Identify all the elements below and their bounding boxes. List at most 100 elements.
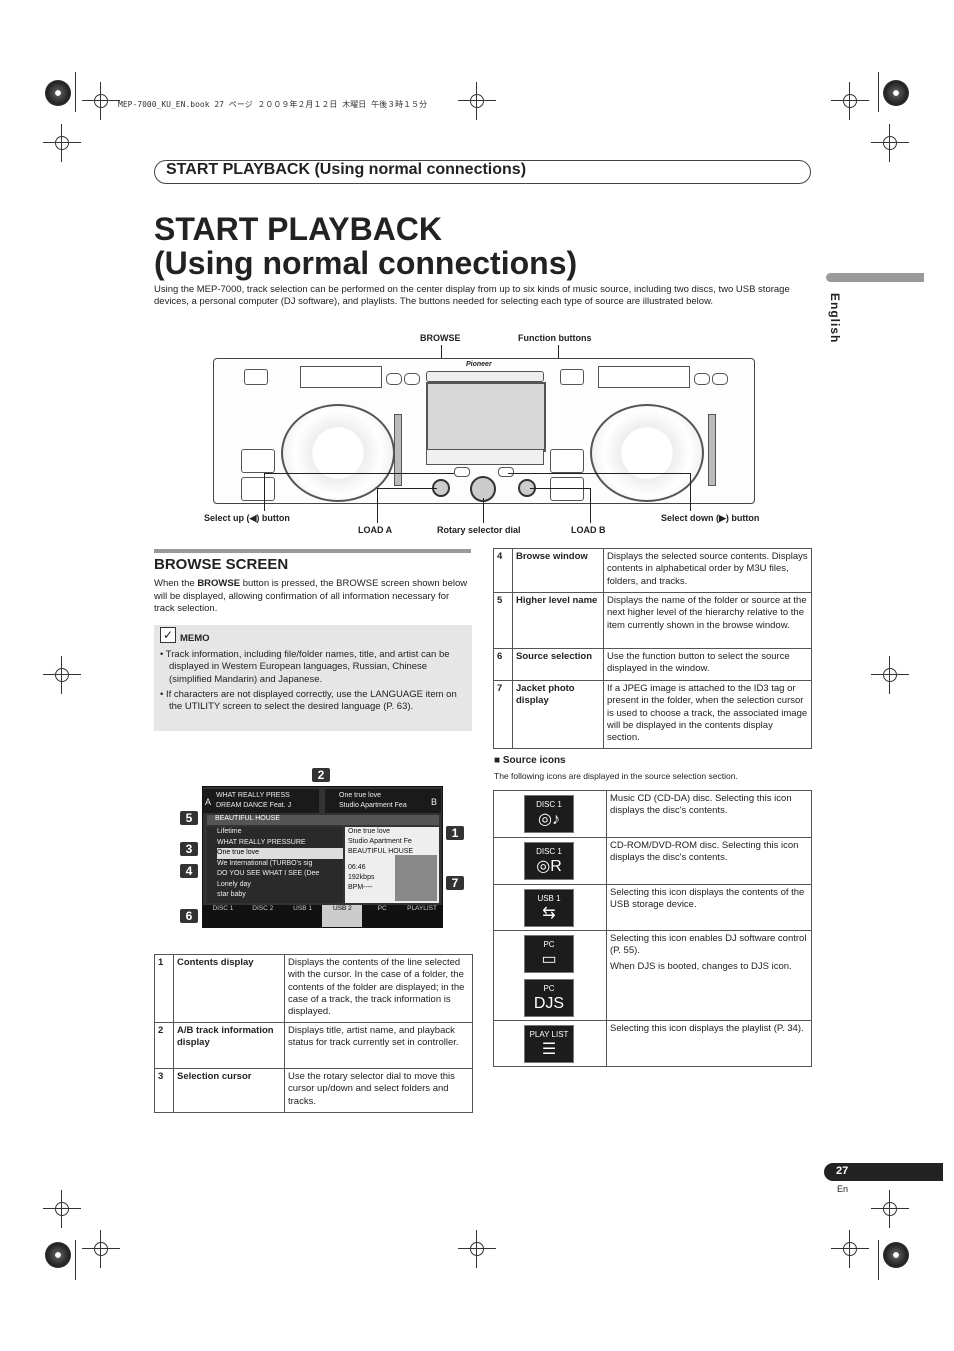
screen-button-row	[426, 371, 544, 382]
right-tempo-slider	[708, 414, 716, 486]
registration-mark	[43, 124, 81, 162]
language-label: English	[828, 293, 842, 344]
right-small-button	[712, 373, 728, 385]
source-tab: PLAYLIST	[407, 905, 437, 912]
detail-line: 192kbps	[348, 874, 375, 881]
left-display	[300, 366, 382, 388]
label-browse: BROWSE	[420, 333, 461, 343]
trim-line	[75, 72, 76, 112]
browse-list-item: star baby	[217, 891, 246, 898]
track-a-artist: DREAM DANCE Feat. J	[216, 802, 292, 809]
callout-line	[690, 473, 691, 511]
registration-disk	[883, 1242, 909, 1268]
left-small-button	[386, 373, 402, 385]
browse-list-item: DO YOU SEE WHAT I SEE (Dee	[217, 870, 320, 877]
row-number: 4	[493, 548, 513, 593]
registration-mark	[82, 1230, 120, 1268]
disc-music-icon: DISC 1◎♪	[524, 795, 574, 833]
language-tab	[826, 273, 924, 282]
icon-cell: DISC 1◎♪	[493, 790, 607, 838]
browse-description: When the BROWSE button is pressed, the B…	[154, 578, 471, 616]
jacket-photo	[395, 855, 437, 901]
section-rule	[154, 549, 471, 553]
row-term: A/B track information display	[173, 1022, 285, 1069]
callout-badge-2: 2	[312, 768, 330, 782]
label-load-a: LOAD A	[358, 525, 393, 535]
track-b-panel: One true love Studio Apartment Fea B	[325, 789, 441, 813]
table-row: 5 Higher level name Displays the name of…	[493, 592, 812, 649]
eject-button	[560, 369, 584, 385]
table-row: 7 Jacket photo display If a JPEG image i…	[493, 680, 812, 749]
icon-cell: USB 1⇆	[493, 884, 607, 931]
icon-label: PLAY LIST	[529, 1030, 569, 1039]
checkmark-icon: ✓	[160, 627, 176, 643]
label-select-down: Select down (▶) button	[661, 513, 760, 523]
source-icons-heading: ■ Source icons	[494, 755, 566, 766]
row-description: Use the rotary selector dial to move thi…	[284, 1068, 473, 1113]
registration-mark	[871, 124, 909, 162]
icon-label: DISC 1	[536, 800, 562, 809]
icon-cell: DISC 1◎R	[493, 837, 607, 885]
page-number-tab: 27	[824, 1163, 943, 1181]
brand-logo: Pioneer	[466, 361, 492, 368]
registration-mark	[831, 82, 869, 120]
callout-badge-4: 4	[180, 864, 198, 878]
registration-mark	[43, 1190, 81, 1228]
registration-mark	[43, 656, 81, 694]
right-description-table: 4 Browse window Displays the selected so…	[493, 548, 812, 749]
label-a: A	[205, 797, 212, 807]
table-row: 4 Browse window Displays the selected so…	[493, 548, 812, 593]
row-description: Displays the contents of the line select…	[284, 954, 473, 1023]
memo-box	[154, 625, 472, 731]
memo-item: • If characters are not displayed correc…	[160, 688, 457, 713]
row-term: Source selection	[512, 648, 604, 681]
detail-line: Studio Apartment Fe	[348, 838, 412, 845]
row-description: Displays the selected source contents. D…	[603, 548, 812, 593]
label-function-buttons: Function buttons	[518, 333, 592, 343]
detail-line: BEAUTIFUL HOUSE	[348, 848, 414, 855]
page-title-line-1: START PLAYBACK	[154, 211, 443, 247]
row-term: Higher level name	[512, 592, 604, 649]
memo-list: • Track information, including file/fold…	[156, 649, 468, 716]
row-description: Displays the name of the folder or sourc…	[603, 592, 812, 649]
icon-label: PC	[543, 984, 555, 993]
row-number: 5	[493, 592, 513, 649]
label-b: B	[431, 797, 438, 807]
callout-badge-3: 3	[180, 842, 198, 856]
page-language: En	[837, 1184, 849, 1194]
label-load-b: LOAD B	[571, 525, 606, 535]
select-down-button	[498, 467, 514, 477]
icon-description: CD-ROM/DVD-ROM disc. Selecting this icon…	[606, 837, 812, 885]
section-header-title: START PLAYBACK (Using normal connections…	[166, 161, 527, 178]
callout-line	[377, 488, 437, 489]
page-title-line-2: (Using normal connections)	[154, 245, 578, 281]
icon-label: DISC 1	[536, 847, 562, 856]
icon-description: Selecting this icon enables DJ software …	[606, 930, 812, 1021]
track-b-artist: Studio Apartment Fea	[339, 802, 407, 809]
browse-list-item: Lifetime	[217, 828, 242, 835]
memo-title: MEMO	[180, 633, 210, 644]
left-cue-button	[241, 449, 275, 473]
table-row: 2 A/B track information display Displays…	[154, 1022, 473, 1069]
playlist-icon: PLAY LIST☰	[524, 1025, 574, 1063]
row-number: 7	[493, 680, 513, 749]
registration-mark	[871, 656, 909, 694]
left-small-button	[404, 373, 420, 385]
trim-line	[878, 72, 879, 112]
row-number: 1	[154, 954, 174, 1023]
registration-mark	[458, 82, 496, 120]
callout-line	[264, 473, 265, 511]
higher-level-name: BEAUTIFUL HOUSE	[207, 815, 439, 825]
left-play-button	[241, 477, 275, 501]
table-row: 1 Contents display Displays the contents…	[154, 954, 473, 1023]
select-up-button	[454, 467, 470, 477]
memo-item: • Track information, including file/fold…	[160, 649, 450, 685]
screen-function-strip	[426, 449, 544, 465]
center-screen	[426, 382, 546, 452]
registration-mark	[831, 1230, 869, 1268]
registration-mark	[458, 1230, 496, 1268]
usb-icon: USB 1⇆	[524, 889, 574, 927]
selection-cursor: One true love	[217, 848, 343, 859]
